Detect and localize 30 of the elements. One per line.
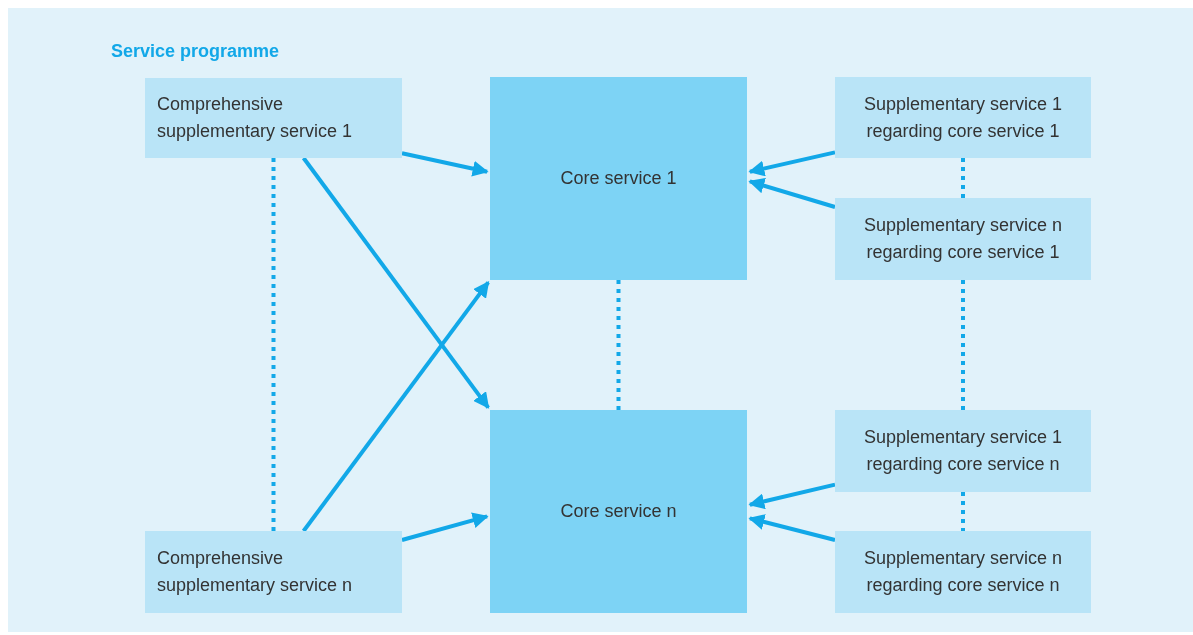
dotted-line xyxy=(961,280,965,410)
arrow xyxy=(301,281,490,533)
dotted-line xyxy=(961,492,965,531)
box-label: Comprehensive supplementary service 1 xyxy=(157,93,354,143)
diagram-title: Service programme xyxy=(111,41,280,62)
supplementary-service-box xyxy=(835,531,1091,613)
box-label: Supplementary service n regarding core service 1 xyxy=(862,214,1064,264)
arrow xyxy=(748,177,836,209)
arrow xyxy=(301,156,490,409)
box-label: Comprehensive supplementary service n xyxy=(157,547,354,597)
supplementary-service-box xyxy=(835,410,1091,492)
supplementary-service-box xyxy=(145,78,402,158)
core-service-box xyxy=(490,410,747,613)
arrow xyxy=(401,512,489,542)
arrow xyxy=(748,482,836,510)
core-service-box xyxy=(490,77,747,280)
dotted-line xyxy=(961,158,965,198)
box-label: Supplementary service 1 regarding core service 1 xyxy=(862,92,1064,143)
box-label: Core service 1 xyxy=(560,167,677,190)
arrow xyxy=(748,514,836,542)
dotted-line xyxy=(616,280,621,410)
dotted-line xyxy=(271,158,276,531)
supplementary-service-box xyxy=(145,531,402,613)
supplementary-service-box xyxy=(835,77,1091,158)
arrow xyxy=(401,151,489,177)
box-label: Core service n xyxy=(560,500,677,523)
box-label: Supplementary service 1 regarding core service n xyxy=(862,426,1064,476)
arrow xyxy=(748,150,836,177)
box-label: Supplementary service n regarding core service n xyxy=(862,547,1064,597)
supplementary-service-box xyxy=(835,198,1091,280)
